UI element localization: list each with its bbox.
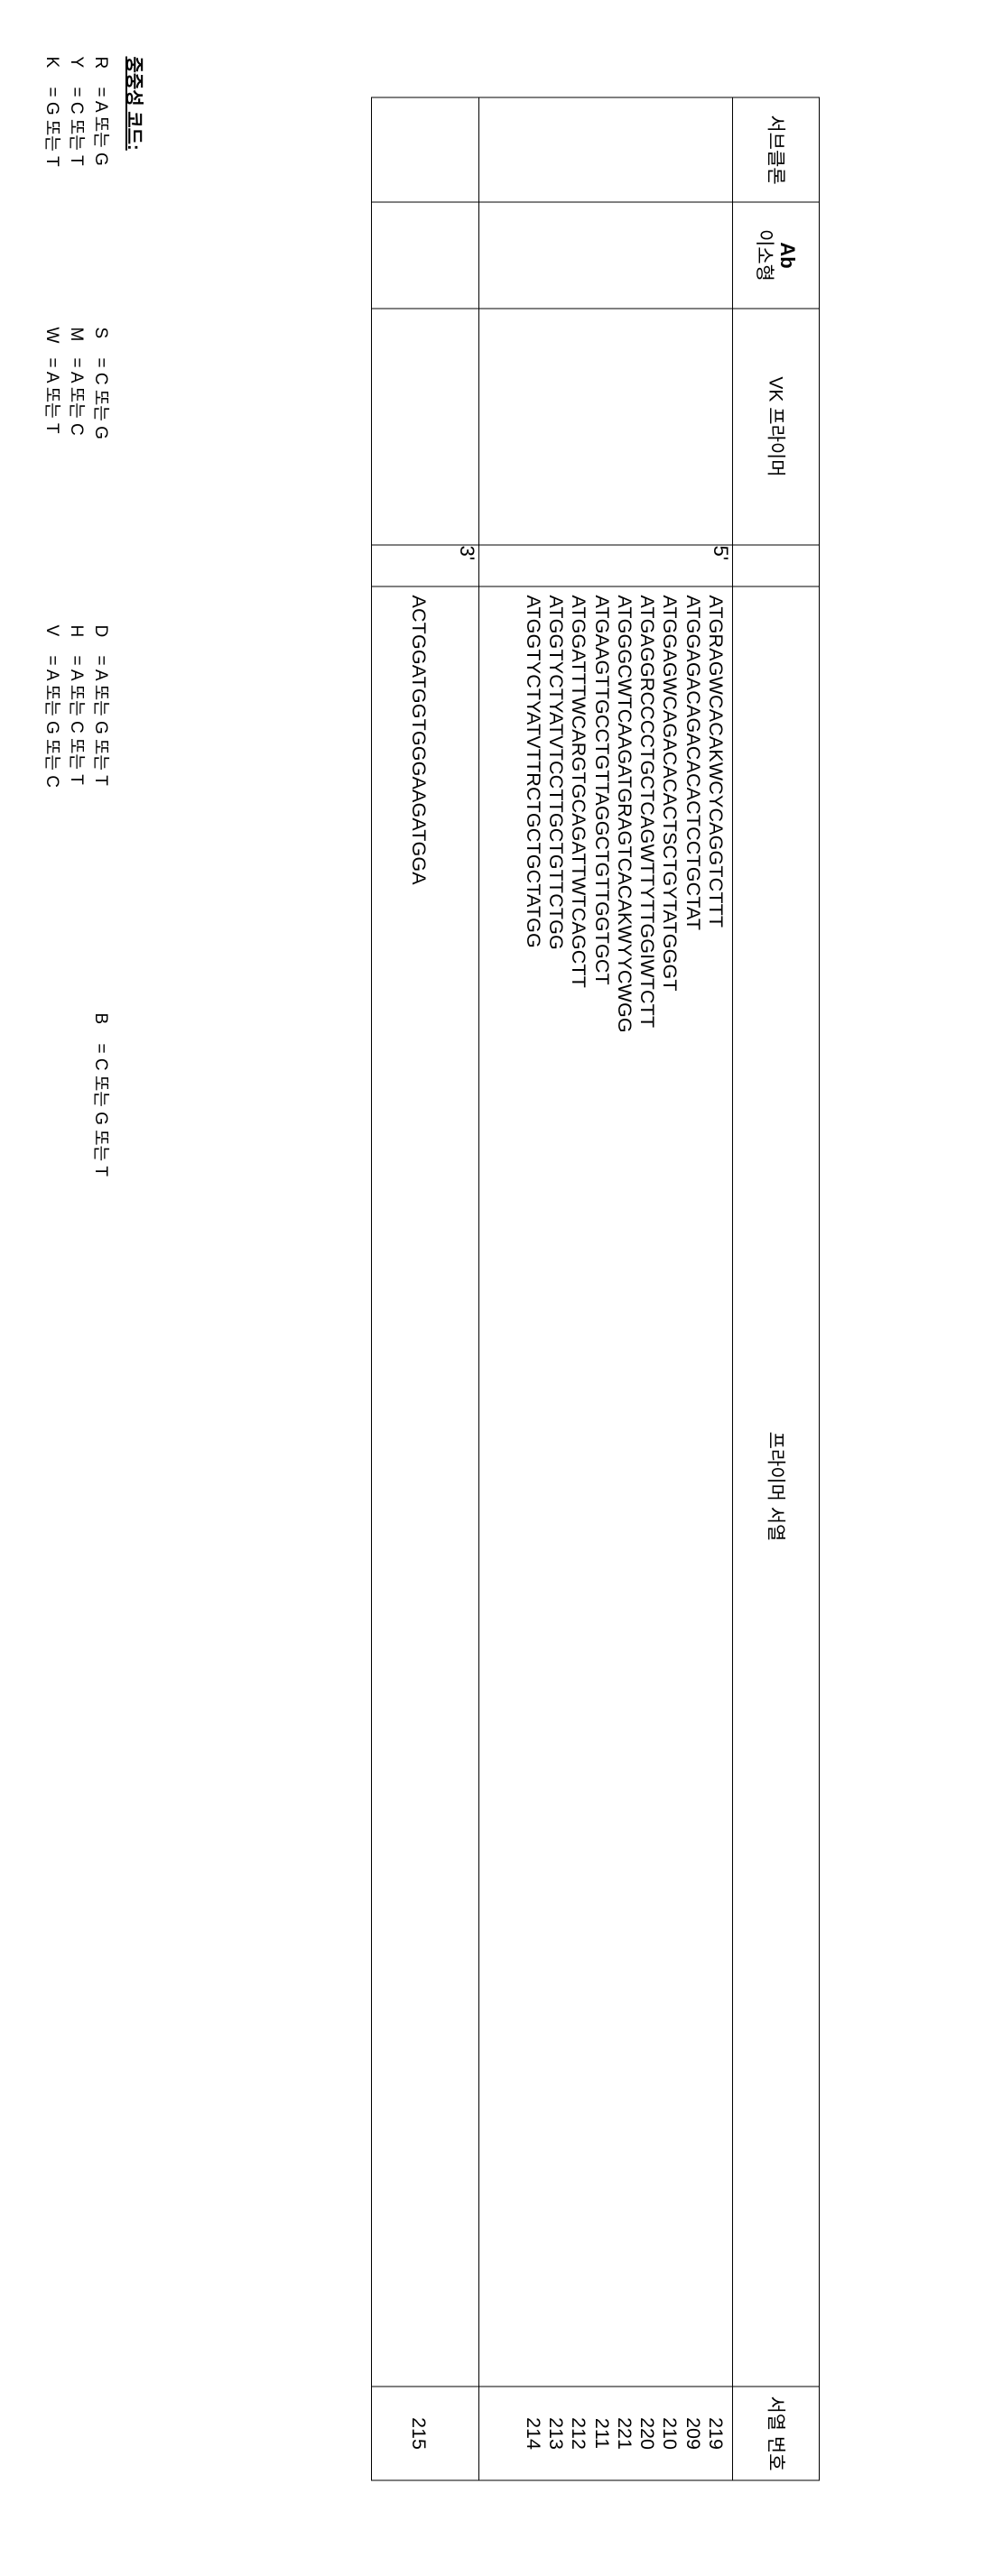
cell-subclone — [371, 97, 479, 202]
legend-symbol: M — [67, 327, 86, 341]
legend-symbol: B — [91, 1012, 110, 1024]
sequence-line: ATGAAGTTGCCTGTTAGGCTGTTGGTGCT — [590, 595, 613, 985]
vk-primer-table: 서브클론 Ab 이소형 VK 프라이머 프라이머 서열 — [371, 97, 820, 2480]
sequence-list: ACTGGATGGTGGGAAGATGGA — [407, 586, 478, 2386]
seq-number-list: 215 — [407, 2387, 478, 2479]
seq-number: 211 — [590, 2417, 613, 2449]
legend-entry: V = A 또는 G 또는 C — [42, 624, 66, 1012]
sequence-line: ATGGAGWCAGACACACTSCTGYTATGGGT — [659, 595, 682, 992]
legend-symbol: K — [42, 56, 61, 68]
cell-isotype — [371, 201, 479, 309]
header-end-marker — [732, 544, 820, 586]
cell-primer — [371, 308, 479, 545]
legend-entry: K = G 또는 T — [42, 56, 66, 327]
legend-definition: = A 또는 C 또는 T — [67, 655, 86, 785]
cell-end-marker-5prime: 5' — [478, 544, 733, 586]
table-header-row: 서브클론 Ab 이소형 VK 프라이머 프라이머 서열 — [732, 97, 820, 2480]
seq-number: 209 — [682, 2416, 704, 2450]
cell-sequences-3prime: ACTGGATGGTGGGAAGATGGA — [371, 586, 479, 2387]
sequence-line: ATGGAGACAGACACACTCCTGCTAT — [682, 595, 704, 930]
header-primer: VK 프라이머 — [732, 308, 820, 545]
degeneracy-code-legend: 중중성 코드: R = A 또는 G S = C 또는 G D = A 또는 G… — [42, 56, 149, 1608]
seq-number-list: 219 209 210 220 221 211 212 213 214 — [522, 2387, 732, 2479]
sequence-line: ATGGTYCTYATVTTRCTGCTGCTATGG — [523, 595, 544, 948]
legend-entry: Y = C 또는 T — [66, 56, 90, 327]
sequence-line: ATGGTYCTYATVTCCTTGCTGTTCTGG — [545, 595, 568, 950]
header-isotype-sub: 이소형 — [753, 228, 775, 282]
legend-entry: W = A 또는 T — [42, 327, 66, 624]
legend-symbol: H — [67, 624, 86, 637]
sequence-list: ATGRAGWCACAKWCYCAGGTCTTT ATGGAGACAGACACA… — [522, 586, 732, 2386]
cell-primer — [478, 308, 733, 545]
legend-entry: B = C 또는 G 또는 T — [90, 1012, 115, 1310]
header-sequence-label: 프라이머 서열 — [766, 1431, 787, 1541]
seq-number: 212 — [568, 2416, 590, 2450]
cell-sequences-5prime: ATGRAGWCACAKWCYCAGGTCTTT ATGGAGACAGACACA… — [478, 586, 733, 2387]
legend-definition: = A 또는 T — [42, 357, 61, 434]
header-subclone: 서브클론 — [732, 97, 820, 202]
seq-number: 215 — [408, 2416, 430, 2450]
header-isotype-label: Ab 이소형 — [753, 202, 800, 308]
legend-row: R = A 또는 G S = C 또는 G D = A 또는 G 또는 T B … — [90, 56, 115, 1608]
seq-number: 220 — [636, 2416, 659, 2450]
legend-symbol: D — [91, 624, 110, 637]
legend-definition: = A 또는 G — [91, 87, 110, 166]
legend-symbol: R — [91, 56, 110, 69]
cell-seq-numbers-5prime: 219 209 210 220 221 211 212 213 214 — [478, 2386, 733, 2480]
table-row: 5' ATGRAGWCACAKWCYCAGGTCTTT ATGGAGACAGAC… — [478, 97, 733, 2480]
seq-number: 219 — [705, 2416, 727, 2450]
seq-number: 210 — [659, 2416, 682, 2450]
sequence-line: ATGGATTTWCARGTGCAGATTWTCAGCTT — [568, 595, 590, 988]
legend-definition: = C 또는 T — [67, 87, 86, 166]
legend-title: 중중성 코드: — [124, 56, 144, 151]
header-seq-number-label: 서열 번호 — [766, 2395, 787, 2471]
header-sequence: 프라이머 서열 — [732, 586, 820, 2387]
legend-row: K = G 또는 T W = A 또는 T V = A 또는 G 또는 C — [42, 56, 66, 1608]
sequence-line: ACTGGATGGTGGGAAGATGGA — [408, 595, 430, 885]
sequence-line: ATGRAGWCACAKWCYCAGGTCTTT — [705, 595, 727, 928]
header-primer-label: VK 프라이머 — [766, 375, 787, 477]
table-row: 3' ACTGGATGGTGGGAAGATGGA 215 — [371, 97, 479, 2480]
header-seq-number: 서열 번호 — [732, 2386, 820, 2480]
sequence-line: ATGGGCWTCAAGATGRAGTCACAKWYYCWGG — [614, 595, 636, 1033]
legend-definition: = A 또는 C — [67, 357, 86, 436]
legend-symbol: S — [91, 327, 110, 338]
cell-subclone — [478, 97, 733, 202]
legend-entry: H = A 또는 C 또는 T — [66, 624, 90, 1012]
cell-end-marker-3prime: 3' — [371, 544, 479, 586]
legend-row: Y = C 또는 T M = A 또는 C H = A 또는 C 또는 T — [66, 56, 90, 1608]
legend-entry: R = A 또는 G — [90, 56, 115, 327]
legend-definition: = G 또는 T — [42, 87, 61, 167]
header-isotype: Ab 이소형 — [732, 201, 820, 309]
legend-rows: R = A 또는 G S = C 또는 G D = A 또는 G 또는 T B … — [42, 56, 115, 1608]
header-isotype-bold: Ab — [776, 241, 800, 269]
legend-symbol: Y — [67, 56, 86, 68]
header-subclone-label: 서브클론 — [766, 114, 787, 185]
legend-symbol: V — [42, 624, 61, 636]
cell-seq-numbers-3prime: 215 — [371, 2386, 479, 2480]
seq-number: 221 — [614, 2416, 636, 2450]
legend-definition: = A 또는 G 또는 T — [91, 655, 110, 786]
legend-definition: = C 또는 G — [91, 357, 110, 439]
legend-entry: S = C 또는 G — [90, 327, 115, 624]
legend-entry: D = A 또는 G 또는 T — [90, 624, 115, 1012]
sequence-line: ATGAGGRCCCCTGCTCAGWTTYTTGGIWTCTT — [636, 595, 659, 1028]
legend-entry: M = A 또는 C — [66, 327, 90, 624]
seq-number: 214 — [523, 2416, 544, 2450]
cell-isotype — [478, 201, 733, 309]
seq-number: 213 — [545, 2416, 568, 2450]
legend-symbol: W — [42, 327, 61, 343]
legend-definition: = C 또는 G 또는 T — [91, 1043, 110, 1177]
legend-definition: = A 또는 G 또는 C — [42, 655, 61, 788]
